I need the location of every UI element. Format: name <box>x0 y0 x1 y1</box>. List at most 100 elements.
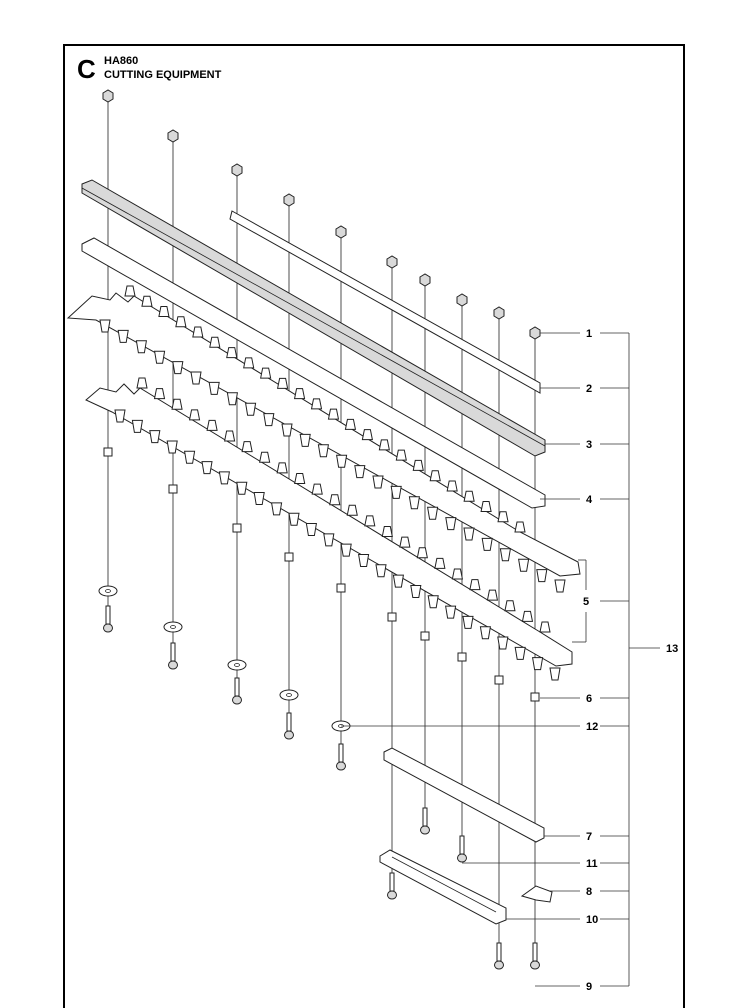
nut-icon <box>419 273 431 287</box>
blade-bar <box>81 179 546 457</box>
tooth <box>175 316 187 328</box>
callout-12: 12 <box>586 721 598 733</box>
tooth <box>539 621 551 633</box>
bolt-shank <box>338 743 344 763</box>
bolt-head-icon <box>336 761 346 771</box>
spacer-icon <box>457 652 467 662</box>
tooth <box>532 657 544 671</box>
tooth <box>153 388 166 400</box>
tooth <box>549 667 561 681</box>
washer-hole <box>170 625 176 629</box>
model-number: HA860 <box>104 55 139 67</box>
callout-8: 8 <box>586 886 592 898</box>
callout-9: 9 <box>586 981 592 993</box>
tooth <box>276 462 288 474</box>
tooth <box>317 444 329 458</box>
callout-3: 3 <box>586 439 592 451</box>
tooth <box>166 440 178 454</box>
tooth <box>259 451 271 463</box>
tooth <box>188 409 201 421</box>
bolt-shank <box>422 807 428 827</box>
tooth <box>514 521 526 533</box>
tooth <box>253 492 265 506</box>
tooth <box>408 496 420 510</box>
nut-icon <box>456 293 468 307</box>
spacer-icon <box>103 447 113 457</box>
bolt-head-icon <box>232 695 242 705</box>
tooth <box>497 636 509 650</box>
tooth <box>390 485 402 499</box>
tooth <box>429 470 441 482</box>
tooth <box>462 615 474 629</box>
nut-icon <box>102 89 114 103</box>
tooth <box>504 600 516 612</box>
tooth <box>344 418 357 430</box>
tooth <box>293 388 306 400</box>
diagram-frame <box>63 44 685 1008</box>
bolt-shank <box>105 605 111 625</box>
tooth <box>281 423 293 437</box>
tooth <box>226 392 238 406</box>
spacer-icon <box>232 523 242 533</box>
callout-11: 11 <box>586 858 598 870</box>
tooth <box>271 502 283 516</box>
tooth <box>206 419 218 431</box>
blade-teeth <box>99 285 566 681</box>
nut-icon <box>386 255 398 269</box>
tooth <box>135 340 147 354</box>
spacer-icon <box>530 692 540 702</box>
tooth <box>288 512 300 526</box>
tooth <box>192 326 204 338</box>
spacer-icon <box>336 583 346 593</box>
tooth <box>554 579 566 593</box>
tooth <box>427 595 439 609</box>
tooth <box>410 584 422 598</box>
spring-clip <box>520 885 553 903</box>
washer-icon <box>163 621 183 633</box>
bolt-shank <box>532 942 538 962</box>
spacer-icon <box>387 612 397 622</box>
bolt-shank <box>389 872 395 892</box>
tooth <box>375 564 387 578</box>
tooth <box>463 527 475 541</box>
callout-1: 1 <box>586 328 592 340</box>
callout-leaders <box>341 332 660 987</box>
bolt-shank <box>170 642 176 662</box>
tooth <box>416 547 428 559</box>
tooth <box>299 433 311 447</box>
washer-icon <box>98 585 118 597</box>
tooth <box>446 480 458 492</box>
tooth <box>399 536 411 548</box>
tooth <box>136 377 148 389</box>
bolt-shank <box>496 942 502 962</box>
washer-icon <box>279 689 299 701</box>
spacer-icon <box>284 552 294 562</box>
nut-icon <box>231 163 243 177</box>
tooth <box>305 523 317 537</box>
tooth <box>329 494 341 506</box>
bolt-head-icon <box>420 825 430 835</box>
tooth <box>209 336 221 348</box>
tooth <box>518 558 530 572</box>
tooth <box>479 626 491 640</box>
tooth <box>208 381 220 395</box>
tooth <box>124 285 136 297</box>
tooth <box>521 610 534 622</box>
bolt-head-icon <box>457 853 467 863</box>
tooth <box>294 472 306 484</box>
tooth <box>114 409 126 423</box>
tooth <box>99 319 111 333</box>
tooth <box>336 454 348 468</box>
tooth <box>236 481 248 495</box>
nut-icon <box>167 129 179 143</box>
bolt-shank <box>234 677 240 697</box>
tooth <box>434 557 446 569</box>
tooth <box>395 449 407 461</box>
tooth <box>154 350 166 364</box>
tooth <box>427 506 439 520</box>
bolt-head-icon <box>284 730 294 740</box>
lower-guide-plate <box>383 747 545 843</box>
support-plate <box>379 849 507 925</box>
tooth <box>486 589 499 601</box>
